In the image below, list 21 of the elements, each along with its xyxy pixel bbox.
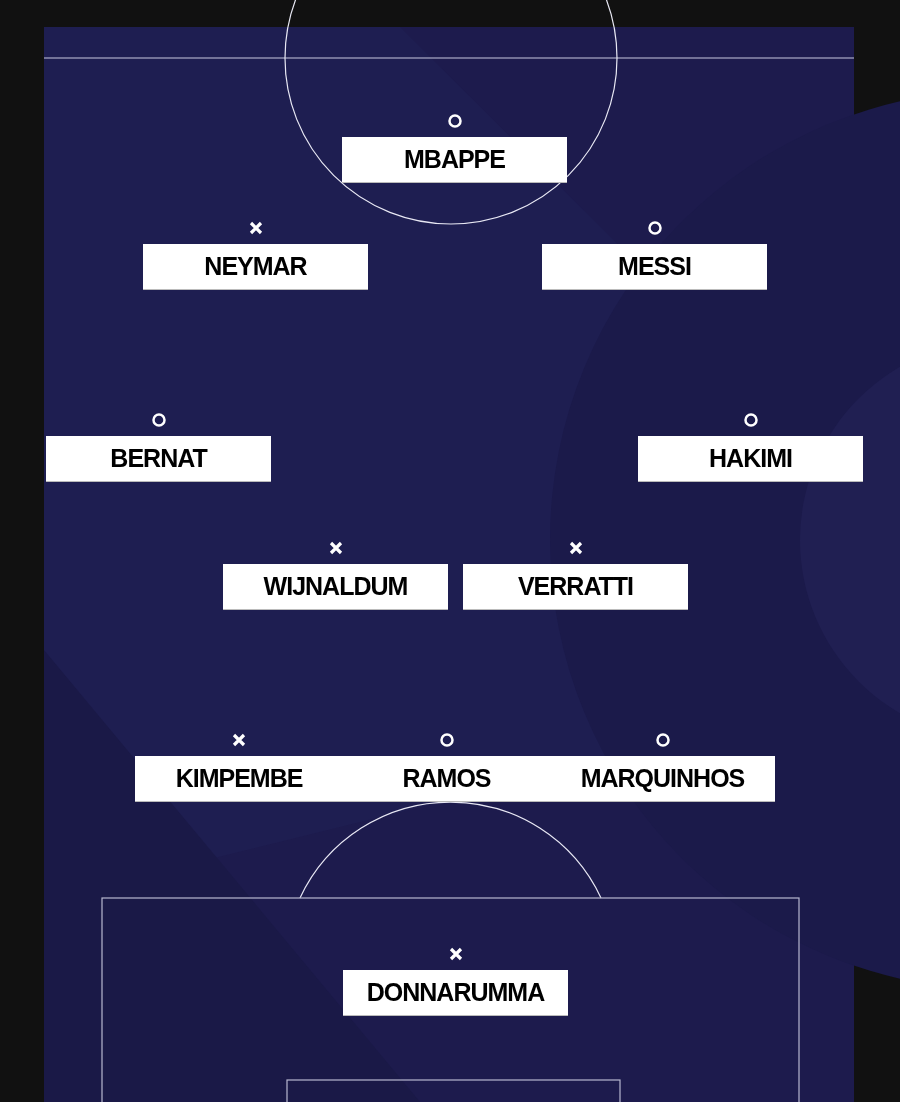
player-name: MESSI [618, 252, 691, 281]
player-name-box [550, 756, 775, 801]
player-name: KIMPEMBE [175, 764, 303, 793]
player-name-box [343, 970, 568, 1015]
player-name-box [223, 564, 448, 609]
player-name: VERRATTI [517, 572, 634, 601]
player-name: HAKIMI [709, 444, 792, 473]
player-name-box [638, 436, 863, 481]
player-name: RAMOS [402, 764, 491, 793]
player-name-box [463, 564, 688, 609]
player-name: MBAPPE [404, 145, 505, 174]
player-name: BERNAT [110, 444, 207, 473]
player-name-box [542, 244, 767, 289]
player-name: MARQUINHOS [580, 764, 745, 793]
player-name-box [342, 137, 567, 182]
player-name: NEYMAR [204, 252, 307, 281]
player-name: WIJNALDUM [263, 572, 408, 601]
player-name: DONNARUMMA [366, 978, 545, 1007]
player-name-box [135, 756, 343, 801]
player-name-box [143, 244, 368, 289]
player-name-box [46, 436, 271, 481]
